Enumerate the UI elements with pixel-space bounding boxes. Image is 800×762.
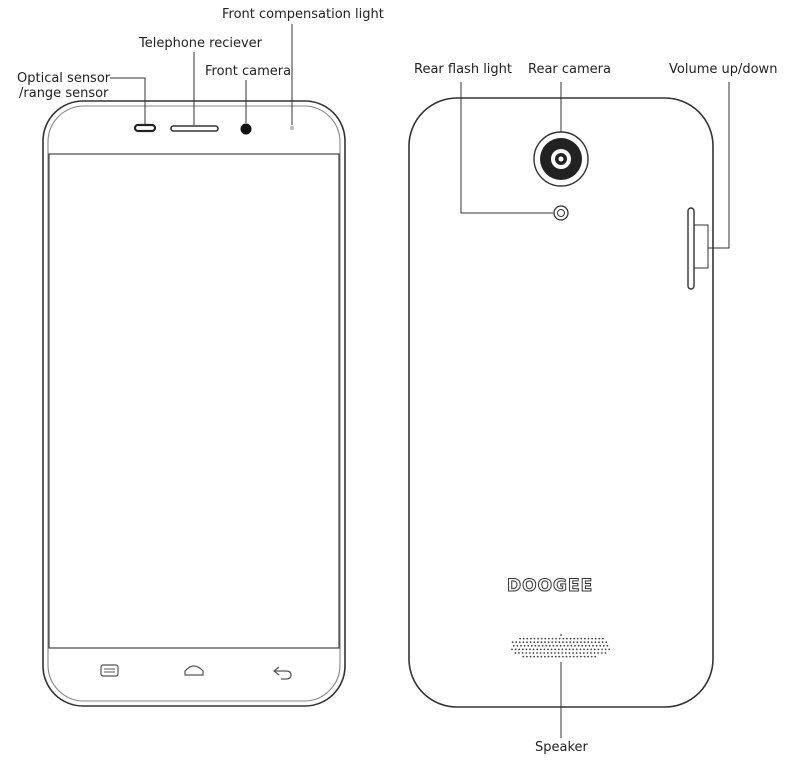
volume-rocker bbox=[687, 207, 695, 290]
volume-leader bbox=[694, 224, 709, 269]
front-phone-body bbox=[42, 100, 346, 707]
volume-leader-line bbox=[708, 82, 730, 249]
home-icon[interactable] bbox=[184, 665, 204, 676]
back-icon[interactable] bbox=[273, 666, 292, 680]
label-rear-flash-light: Rear flash light bbox=[414, 62, 512, 77]
label-volume: Volume up/down bbox=[669, 62, 777, 77]
label-optical-sensor-line1: Optical sensor bbox=[17, 71, 111, 86]
label-front-compensation-light: Front compensation light bbox=[222, 7, 384, 22]
rear-view: DOOGEE Rear flash light Rear camera Volu… bbox=[408, 62, 777, 755]
front-view: Front compensation light Telephone recie… bbox=[17, 7, 384, 707]
brand-logo: DOOGEE bbox=[507, 576, 593, 596]
telephone-receiver bbox=[170, 125, 219, 132]
front-screen bbox=[48, 153, 340, 649]
optical-sensor-leader bbox=[110, 77, 146, 124]
rear-phone-body bbox=[408, 97, 714, 708]
speaker-grille bbox=[511, 634, 611, 658]
label-rear-camera: Rear camera bbox=[528, 62, 611, 77]
label-telephone-receiver: Telephone reciever bbox=[138, 36, 263, 51]
optical-sensor bbox=[133, 123, 157, 133]
front-phone-inner-edge bbox=[47, 105, 341, 702]
front-camera bbox=[240, 123, 252, 135]
rear-flash-leader bbox=[460, 82, 553, 214]
rear-flash-light bbox=[553, 205, 569, 221]
label-speaker: Speaker bbox=[535, 740, 589, 755]
rear-camera bbox=[533, 131, 589, 187]
label-front-camera: Front camera bbox=[205, 64, 291, 79]
front-compensation-light bbox=[290, 126, 294, 130]
menu-icon[interactable] bbox=[100, 664, 119, 677]
label-optical-sensor-line2: /range sensor bbox=[19, 86, 109, 101]
